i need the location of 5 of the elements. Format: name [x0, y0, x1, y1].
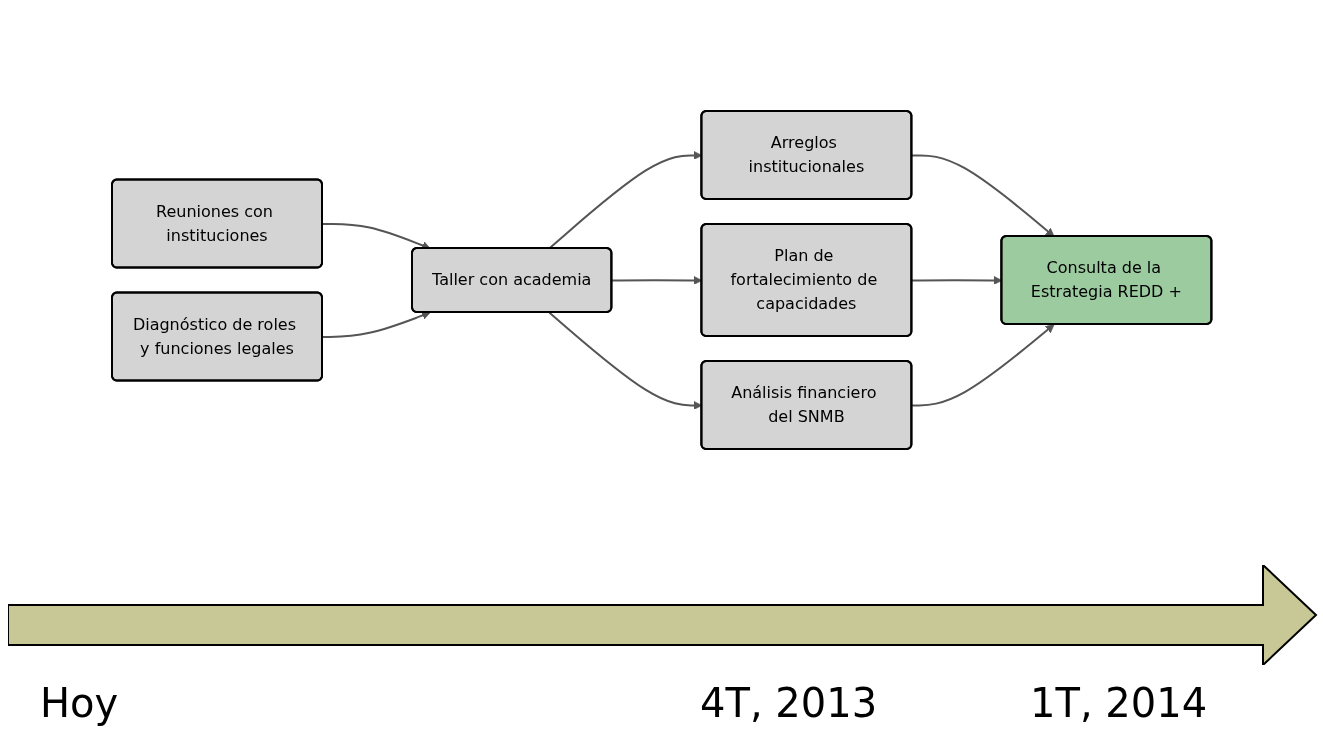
- arrow: [321, 222, 431, 250]
- arrow: [321, 311, 431, 338]
- timeline-label: 1T, 2014: [1030, 680, 1208, 726]
- timeline-label: 4T, 2013: [700, 680, 878, 726]
- timeline-label: Hoy: [40, 680, 119, 726]
